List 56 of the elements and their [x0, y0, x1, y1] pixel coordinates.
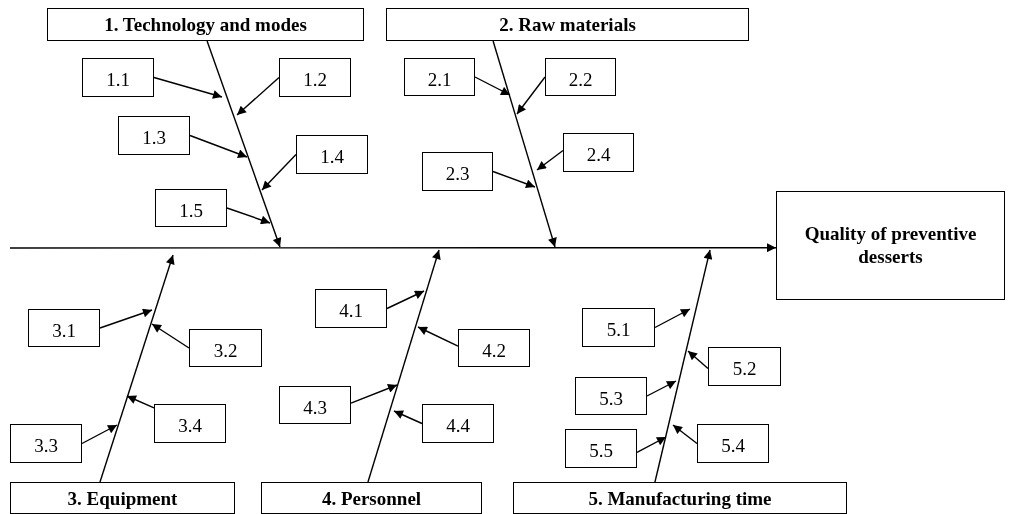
category-box: 1. Technology and modes	[47, 8, 364, 41]
cause-box: 4.3	[279, 386, 351, 424]
spine-arrow	[9, 243, 777, 253]
cause-box: 1.3	[118, 116, 190, 155]
arrow	[367, 249, 441, 483]
cause-box: 2.2	[545, 58, 616, 96]
arrow	[261, 153, 297, 191]
arrow	[536, 149, 564, 171]
cause-box: 5.3	[575, 377, 647, 415]
category-box: 5. Manufacturing time	[513, 482, 847, 514]
arrow	[236, 76, 280, 116]
arrow	[153, 76, 223, 99]
cause-box: 5.4	[697, 424, 769, 463]
arrow	[474, 76, 511, 96]
category-box: 2. Raw materials	[386, 8, 749, 41]
cause-box: 2.1	[404, 58, 475, 96]
cause-box: 1.2	[279, 58, 351, 97]
cause-box: 4.4	[422, 404, 494, 443]
effect-box: Quality of preventive desserts	[776, 191, 1005, 300]
arrow	[151, 323, 190, 349]
arrow	[492, 170, 536, 189]
arrow	[672, 424, 698, 445]
cause-box: 5.2	[708, 347, 781, 386]
cause-box: 1.5	[155, 189, 227, 227]
cause-box: 4.2	[458, 329, 530, 367]
cause-box: 3.1	[28, 309, 100, 347]
arrow	[99, 254, 175, 483]
arrow	[492, 40, 557, 248]
arrow	[189, 134, 248, 159]
arrow	[417, 326, 459, 347]
cause-box: 3.4	[154, 404, 226, 443]
cause-box: 1.1	[82, 58, 154, 97]
category-box: 3. Equipment	[10, 482, 235, 514]
arrow	[386, 290, 425, 310]
category-box: 4. Personnel	[261, 482, 482, 514]
cause-box: 2.3	[422, 152, 493, 191]
arrow	[206, 40, 282, 248]
arrow	[636, 436, 667, 454]
cause-box: 2.4	[563, 133, 634, 172]
cause-box: 1.4	[296, 135, 368, 174]
arrow	[81, 424, 118, 445]
arrow	[646, 380, 677, 397]
arrow	[350, 384, 398, 404]
arrow	[393, 410, 423, 425]
cause-box: 3.3	[10, 424, 82, 463]
arrow	[654, 249, 713, 483]
arrow	[654, 308, 691, 329]
cause-box: 5.1	[582, 308, 655, 347]
arrow	[126, 395, 155, 409]
cause-box: 4.1	[315, 289, 387, 328]
arrow	[687, 350, 709, 370]
arrow	[516, 76, 546, 115]
cause-box: 3.2	[189, 329, 262, 367]
arrow	[99, 308, 153, 329]
arrow	[226, 207, 271, 225]
cause-box: 5.5	[565, 429, 637, 468]
